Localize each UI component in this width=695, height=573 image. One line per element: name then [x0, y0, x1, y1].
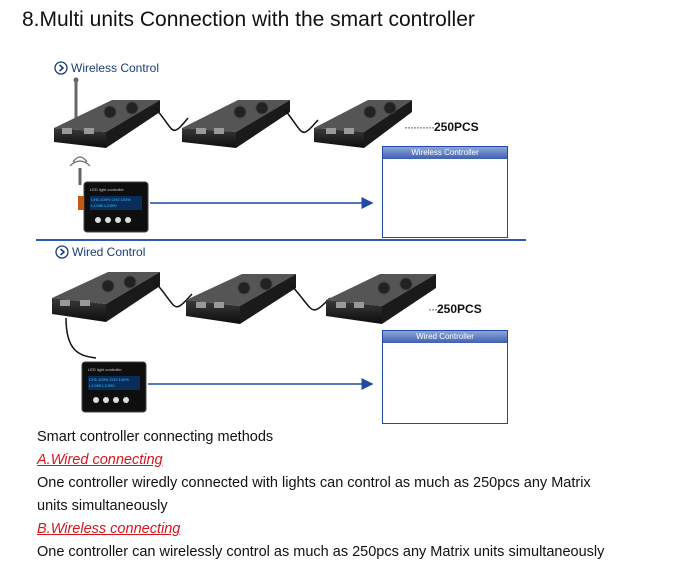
wired-control-text: Wired Control: [72, 245, 146, 259]
wireless-controller-panel: Wireless Controller: [382, 146, 508, 238]
wired-controller-panel: Wired Controller: [382, 330, 508, 424]
wireless-connecting-text: One controller can wirelessly control as…: [37, 544, 605, 560]
wired-count-label: 250PCS: [437, 302, 482, 316]
section-divider: [36, 239, 526, 241]
wired-connecting-text-2: units simultaneously: [37, 498, 168, 514]
wireless-controller-device: [69, 156, 149, 233]
wired-light-unit-3: [326, 274, 436, 324]
wireless-controller-brand: LED light controller: [90, 187, 124, 192]
wired-controller-readout-2: L1:090 L2:090: [89, 383, 115, 388]
wireless-controller-panel-title: Wireless Controller: [383, 147, 507, 159]
wireless-light-unit-2: [182, 100, 290, 148]
description-block: Smart controller connecting methods A.Wi…: [37, 426, 604, 564]
wireless-light-unit-3: [314, 100, 412, 148]
wired-control-label: Wired Control: [55, 245, 145, 259]
circle-arrow-icon: [55, 245, 69, 259]
wireless-controller-readout-1: CH1:100% CH2:100%: [91, 197, 131, 202]
circle-arrow-icon: [54, 61, 68, 75]
wireless-control-label: Wireless Control: [54, 61, 159, 75]
description-heading: Smart controller connecting methods: [37, 429, 274, 445]
wired-light-unit-2: [186, 274, 296, 324]
wireless-connecting-link[interactable]: B.Wireless connecting: [37, 521, 181, 537]
page-title: 8.Multi units Connection with the smart …: [22, 8, 475, 31]
wired-controller-brand: LED light controller: [88, 367, 122, 372]
wired-controller-readout-1: CH1:100% CH2:100%: [89, 377, 129, 382]
wireless-count-label: 250PCS: [433, 120, 479, 134]
wired-connecting-link[interactable]: A.Wired connecting: [37, 452, 163, 468]
wireless-count: ··········250PCS: [404, 120, 479, 134]
wired-controller-device: [81, 361, 147, 413]
wired-light-unit-1: [52, 272, 160, 322]
wireless-light-unit-1: [54, 77, 160, 148]
wired-controller-panel-title: Wired Controller: [383, 331, 507, 343]
wired-connecting-text: One controller wiredly connected with li…: [37, 475, 591, 491]
wired-cable: [65, 317, 97, 359]
wireless-control-text: Wireless Control: [71, 61, 160, 75]
wired-count: ···250PCS: [428, 302, 482, 316]
wireless-controller-readout-2: L1:090 L2:090: [91, 203, 117, 208]
